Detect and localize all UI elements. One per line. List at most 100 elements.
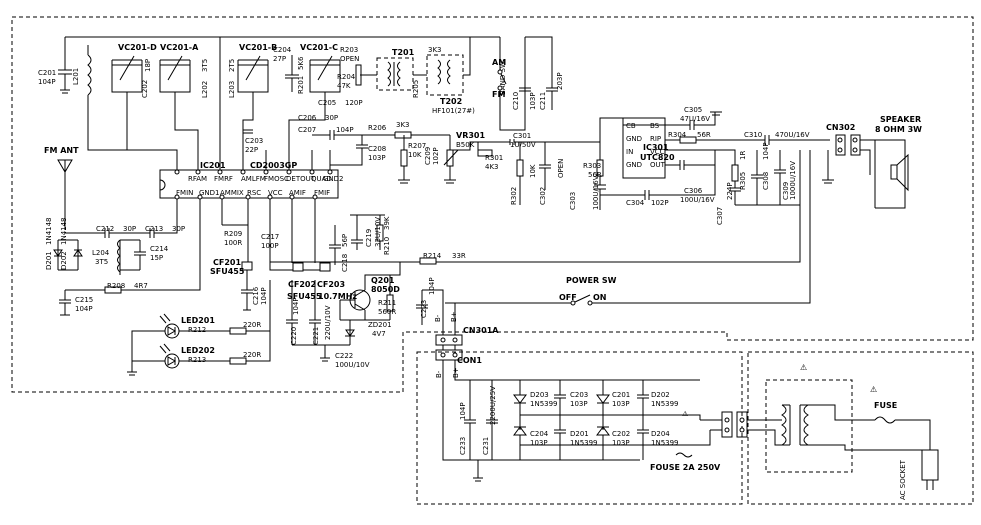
- cf201-ref: CF201: [213, 258, 241, 267]
- ic201-pin-label: AMLFM: [241, 175, 266, 183]
- r305-ref: R305: [739, 172, 747, 190]
- vc201-d-label: VC201-D: [118, 43, 157, 52]
- tuning-section: VC201-D VC201-A VC201-B VC201-C L201 C20…: [38, 36, 501, 170]
- fuse-spec-label: FOUSE 2A 250V: [650, 463, 721, 472]
- c216-ref: C216: [252, 286, 260, 305]
- c231-value: 2200U/25V: [489, 386, 497, 425]
- c233-value: 104P: [459, 402, 467, 420]
- c204-value: 27P: [273, 55, 286, 63]
- r209-value: 100R: [224, 239, 242, 247]
- cf202-value: SFU455: [287, 292, 322, 301]
- d201-ref: C201: [612, 391, 630, 399]
- power-sw-off: OFF: [559, 293, 577, 302]
- ic301-body: [622, 117, 666, 179]
- r207-value: 10K: [408, 151, 422, 159]
- c216-value: 104P: [260, 287, 268, 305]
- d203-ref: D203: [530, 391, 549, 399]
- c219-ref: C219: [365, 229, 373, 247]
- ic201-pin-label: FMIF: [314, 189, 330, 197]
- r214-ref: R214: [423, 252, 442, 260]
- d203-value: 1N5399: [530, 400, 558, 408]
- t202-ref: T202: [440, 97, 462, 106]
- c211-value: 203P: [556, 72, 564, 90]
- c204-value: 1N5399: [570, 439, 598, 447]
- c202-ref: C202: [141, 80, 149, 98]
- c308-ref: C308: [762, 172, 770, 190]
- c203-ref: C203: [570, 391, 588, 399]
- l203-value: 2T5: [228, 59, 236, 72]
- ic201-pin-label: FMRF: [214, 175, 233, 183]
- main-board-outline: [11, 16, 974, 393]
- r201-value: 5K6: [297, 56, 305, 70]
- zd201-value: 4V7: [372, 330, 386, 338]
- ic201-pin-label: FMOSC: [264, 175, 289, 183]
- leds: LED201 LED202 R212 220R R213 220R: [127, 280, 271, 376]
- r203-value: OPEN: [340, 55, 359, 63]
- c306-ref: C306: [684, 187, 703, 195]
- c223-ref: C223: [420, 300, 428, 318]
- d201-value: 103P: [612, 400, 630, 408]
- r301-ref: R301: [485, 154, 503, 162]
- ac-input: ⚠ ⚠ FUSE AC SOCKET: [747, 363, 939, 500]
- ac-socket-label: AC SOCKET: [899, 459, 907, 500]
- ic301-pin-label: BS: [650, 122, 660, 130]
- ic201-ref: IC201: [200, 161, 226, 170]
- c204-ref: C204: [273, 46, 292, 54]
- ic201-pin-label: QUAD: [311, 175, 332, 183]
- c204-ref: D201: [570, 430, 589, 438]
- c210-value: 103P: [529, 92, 537, 110]
- c301-ref: C301: [513, 132, 531, 140]
- ic201-pin-label: RSC: [247, 189, 261, 197]
- cn302-label: CN302: [826, 123, 855, 132]
- c309-value: 1000U/16V: [789, 161, 797, 200]
- c205-ref: C205: [318, 99, 336, 107]
- r210-ref: R210: [383, 237, 391, 255]
- c302-ref: C302: [539, 187, 547, 205]
- r204-value: 47K: [337, 82, 351, 90]
- d202-ref: D202: [60, 251, 68, 270]
- r303-ref: R303: [583, 162, 601, 170]
- l203-ref: L203: [228, 81, 236, 98]
- amp-periphery: C301 1U/50V R301 4K3 R302 10K C302 OPEN …: [450, 106, 830, 225]
- detector-volume: C206 30P C207 104P R206 3K3 C208 103P R2…: [298, 114, 485, 184]
- vc201-c-label: VC201-C: [300, 43, 338, 52]
- r208-ref: R208: [107, 282, 125, 290]
- r205-value: 3K3: [428, 46, 442, 54]
- ic301-pin-label: GND: [626, 135, 642, 143]
- transformer-warning: ⚠: [800, 363, 807, 372]
- r212-ref: R212: [188, 326, 206, 334]
- ic301-pin-label: GND: [626, 161, 642, 169]
- c308-value: 104P: [762, 142, 770, 160]
- l204-value: 3T5: [95, 258, 108, 266]
- c220-value: 104P: [292, 297, 300, 315]
- c304-ref: C304: [626, 199, 645, 207]
- cf202-ref: CF202: [288, 280, 316, 289]
- con1-label: CON1: [457, 356, 482, 365]
- c305-value: 47U/16V: [680, 115, 710, 123]
- c306-value: 100U/16V: [680, 196, 715, 204]
- l202-ref: L202: [201, 81, 209, 98]
- r201-ref: R201: [297, 76, 305, 94]
- ic301-part: UTC820: [640, 153, 675, 162]
- power-board-outline: [416, 351, 743, 505]
- c304-value: 102P: [651, 199, 669, 207]
- c210-ref: C210: [512, 92, 520, 110]
- d202-ref: C202: [612, 430, 630, 438]
- r213-ref: R213: [188, 356, 206, 364]
- r206-ref: R206: [368, 124, 387, 132]
- led202-label: LED202: [181, 346, 215, 355]
- ic301-pin-label: CB: [626, 122, 636, 130]
- d204-ref: C204: [530, 430, 549, 438]
- c201-value: 104P: [38, 78, 56, 86]
- ic201-pin-label: AMIF: [289, 189, 306, 197]
- band-am-label: AM: [492, 58, 506, 67]
- l201-label: L201: [72, 68, 80, 85]
- c207-ref: C207: [298, 126, 316, 134]
- r207-ref: R207: [408, 142, 426, 150]
- c214-value: 15P: [150, 254, 163, 262]
- ic201-pin-label: FMIN: [176, 189, 193, 197]
- r208-value: 4R7: [134, 282, 148, 290]
- c231-ref: C231: [482, 437, 490, 455]
- c218-value: 56P: [341, 234, 349, 247]
